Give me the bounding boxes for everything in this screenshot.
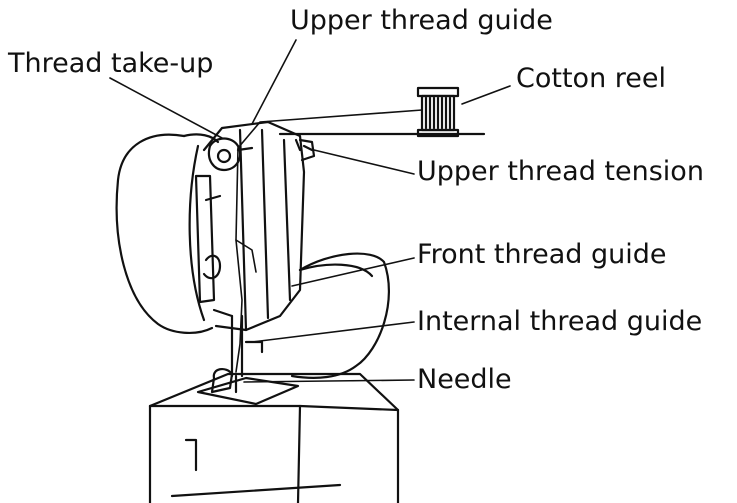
thread-take-up-label: Thread take-up [8, 48, 214, 79]
leader-lines [109, 39, 511, 383]
thread-path [235, 109, 423, 373]
cotton-reel [416, 86, 460, 138]
side-cover [115, 133, 220, 334]
free-arm [290, 252, 391, 379]
upper-thread-tension-label: Upper thread tension [417, 156, 704, 187]
front-thread-guide-label: Front thread guide [417, 239, 667, 270]
cotton-reel-label: Cotton reel [516, 63, 666, 94]
tension-dial [298, 138, 316, 162]
machine-head [194, 120, 306, 332]
take-up-lever [207, 137, 254, 172]
needle-label: Needle [417, 364, 512, 395]
internal-thread-guide-label: Internal thread guide [417, 306, 703, 337]
upper-thread-guide-label: Upper thread guide [290, 5, 553, 36]
machine-bed [148, 372, 400, 503]
